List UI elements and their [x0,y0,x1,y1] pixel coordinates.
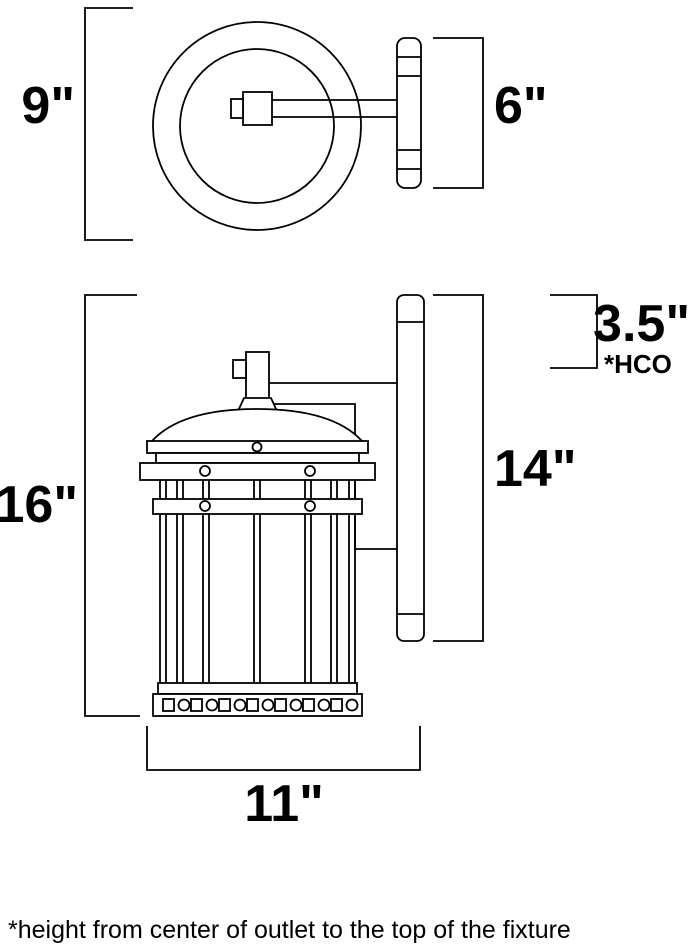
top-view-coupler-nub [230,98,244,119]
pattern-square [246,698,259,712]
dim-bracket-6in [433,37,484,189]
pattern-square [162,698,175,712]
top-view-outer-ring [152,21,362,231]
top-view-backplate [396,37,422,189]
bottom-band-pattern [162,698,359,712]
dim-bracket-3-5in [550,294,598,369]
pattern-circle [317,698,331,712]
cage-mid-band [152,498,363,515]
pattern-circle [205,698,219,712]
pattern-circle [233,698,247,712]
pattern-square [190,698,203,712]
roof-band-lower [155,452,360,464]
dimension-brackets [84,7,598,771]
frame-screw-right [304,465,316,477]
pattern-square [274,698,287,712]
pattern-square [218,698,231,712]
dim-label-11in: 11" [244,775,324,833]
pattern-circle [345,698,359,712]
frame-screw-left [199,465,211,477]
pattern-square [302,698,315,712]
footnote-text: *height from center of outlet to the top… [8,916,571,944]
dim-label-9in: 9" [21,77,75,135]
cage-top-frame [139,462,376,481]
roof-screw [251,441,263,453]
dim-label-3-5in: 3.5" [593,295,690,353]
top-view-inner-ring [179,48,335,204]
pattern-circle [177,698,191,712]
dim-bracket-16in [84,294,140,717]
cap-dome [151,408,363,442]
dim-bracket-11in [146,726,421,771]
dim-bracket-14in [433,294,484,642]
dim-label-14in: 14" [494,440,577,498]
finial-post [245,351,270,405]
dim-bracket-9in [84,7,133,241]
cage-bars [159,480,356,694]
dim-label-6in: 6" [494,77,548,135]
pattern-circle [261,698,275,712]
dim-label-16in: 16" [0,476,78,534]
pattern-circle [289,698,303,712]
mid-band-screw-left [199,500,211,512]
side-view [139,294,425,717]
top-view [152,21,422,231]
mid-band-screw-right [304,500,316,512]
pattern-square [330,698,343,712]
bottom-band-plain [157,682,358,695]
dim-label-hco: *HCO [604,349,672,379]
top-view-coupler [242,91,273,126]
finial-nub [232,359,247,379]
side-view-backplate [396,294,425,642]
